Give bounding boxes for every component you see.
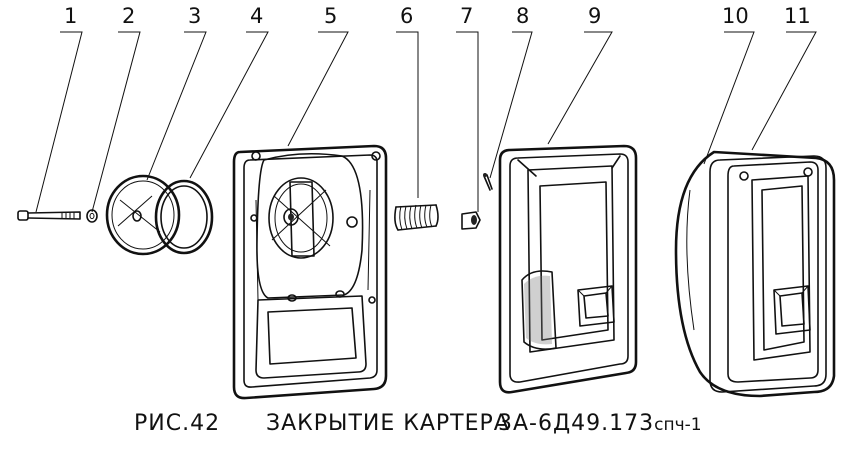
- part-inner-cover: [498, 144, 638, 394]
- callout-10: 10: [722, 4, 749, 28]
- callout-1: 1: [64, 4, 78, 28]
- part-plug: [461, 211, 481, 230]
- drawing-code-main: 3А-6Д49.173: [498, 411, 655, 436]
- leader-9: [547, 31, 613, 145]
- leader-3: [146, 31, 207, 181]
- callout-8: 8: [516, 4, 530, 28]
- callout-9: 9: [588, 4, 602, 28]
- part-diaphragm: [105, 174, 181, 256]
- callout-7: 7: [460, 4, 474, 28]
- callout-5: 5: [324, 4, 338, 28]
- callout-3: 3: [188, 4, 202, 28]
- drawing-code-suffix: спч-1: [654, 415, 702, 435]
- figure-title: ЗАКРЫТИЕ КАРТЕРА: [266, 411, 510, 436]
- callout-2: 2: [122, 4, 136, 28]
- figure-number: РИС.42: [134, 411, 221, 436]
- leader-6: [396, 31, 419, 198]
- leader-lines: [35, 31, 817, 213]
- callout-11: 11: [784, 4, 811, 28]
- drawing-code: 3А-6Д49.173спч-1: [498, 411, 702, 436]
- part-o-ring: [154, 179, 214, 255]
- part-pin: [483, 173, 493, 191]
- leader-1: [35, 31, 83, 213]
- part-bolt: [17, 210, 81, 221]
- callout-4: 4: [250, 4, 264, 28]
- leader-4: [189, 31, 269, 179]
- callout-6: 6: [400, 4, 414, 28]
- part-outer-cover: [674, 150, 836, 398]
- part-cover-housing: [232, 144, 388, 400]
- part-washer: [86, 209, 98, 223]
- part-spring: [394, 204, 439, 231]
- leader-8: [489, 31, 533, 179]
- leader-2: [91, 31, 141, 213]
- leader-11: [751, 31, 817, 151]
- leader-7: [456, 31, 479, 212]
- leader-5: [287, 31, 349, 147]
- leader-10: [703, 31, 755, 165]
